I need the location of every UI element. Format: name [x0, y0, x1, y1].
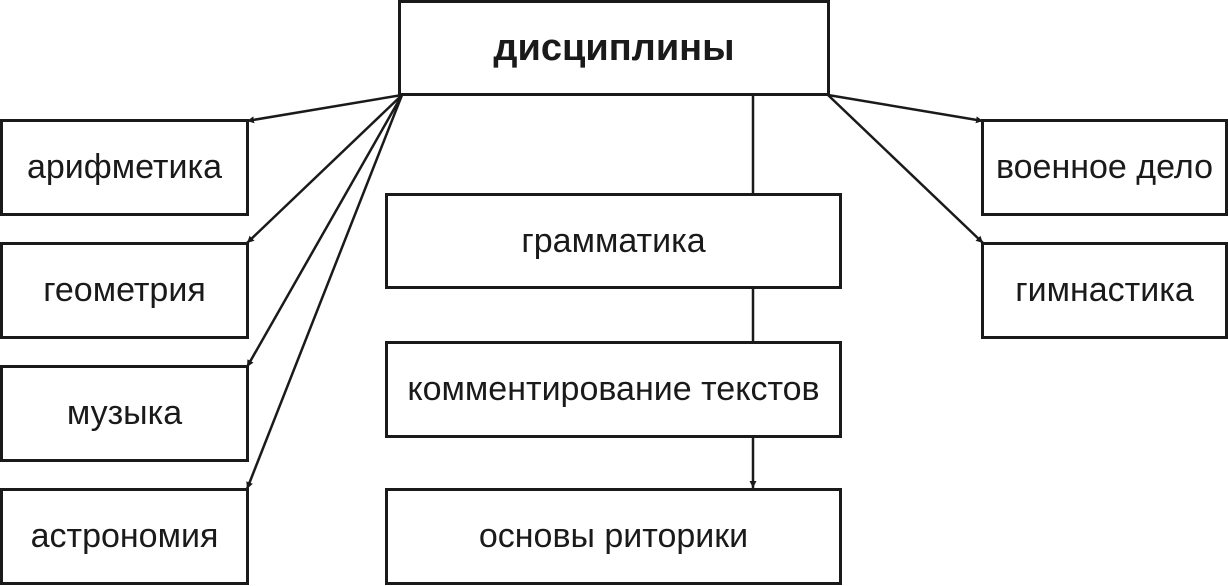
- node-label: гимнастика: [1015, 271, 1194, 309]
- node-label: астрономия: [30, 517, 219, 555]
- node-rhetoric: основы риторики: [385, 488, 842, 585]
- root-node-label: дисциплины: [493, 26, 735, 69]
- node-arithmetic: арифметика: [0, 119, 249, 216]
- node-label: военное дело: [995, 148, 1214, 186]
- arrow-to-gymnastics: [827, 94, 984, 244]
- node-label: грамматика: [521, 221, 706, 260]
- node-gymnastics: гимнастика: [981, 242, 1228, 339]
- node-grammar: грамматика: [385, 193, 842, 289]
- node-label: основы риторики: [478, 517, 749, 555]
- node-geometry: геометрия: [0, 242, 249, 339]
- arrow-to-geometry: [246, 94, 403, 244]
- node-label: музыка: [66, 394, 183, 432]
- arrow-to-astronomy: [245, 94, 404, 490]
- arrow-to-arithmetic: [246, 93, 403, 124]
- arrow-to-music: [245, 94, 404, 368]
- node-label: комментирование текстов: [407, 370, 820, 408]
- root-node-disciplines: дисциплины: [398, 0, 830, 96]
- arrow-to-military: [827, 93, 984, 124]
- node-military-affairs: военное дело: [981, 119, 1228, 216]
- node-text-commentary: комментирование текстов: [385, 341, 842, 438]
- node-astronomy: астрономия: [0, 488, 249, 585]
- node-label: геометрия: [43, 271, 206, 309]
- node-label: арифметика: [26, 148, 223, 186]
- node-music: музыка: [0, 365, 249, 462]
